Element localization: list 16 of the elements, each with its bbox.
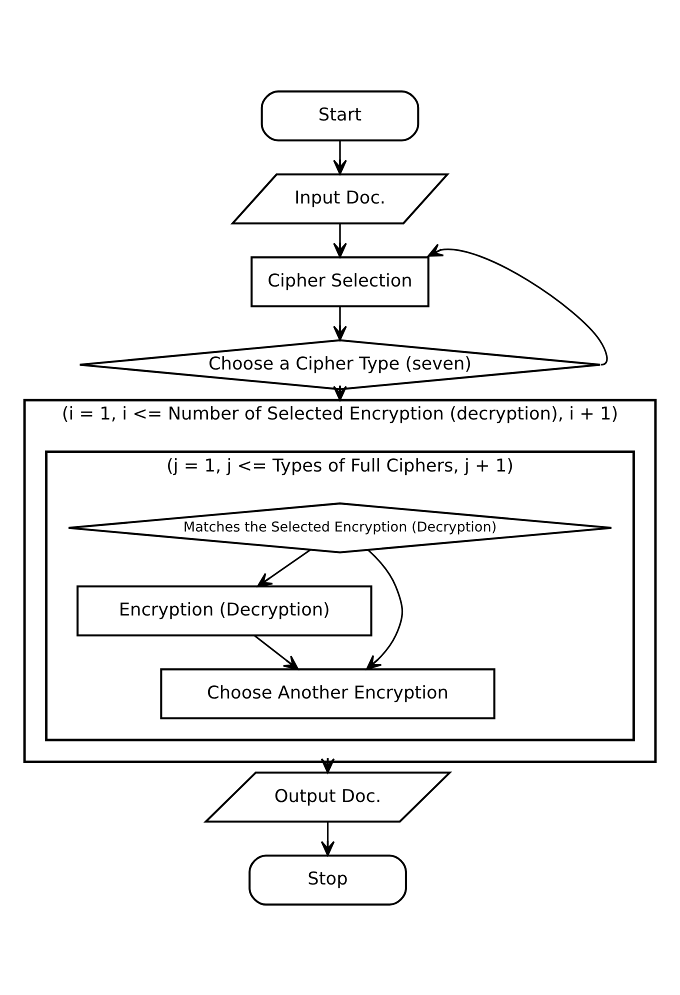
arrow xyxy=(333,222,347,258)
arrow xyxy=(333,385,347,400)
arrow xyxy=(320,821,335,856)
node-box: Start xyxy=(260,90,420,141)
node-box: Stop xyxy=(248,854,407,906)
node-box: Cipher Selection xyxy=(250,256,430,307)
node-diamond: Matches the Selected Encryption (Decryption) xyxy=(68,502,612,553)
arrow xyxy=(428,243,608,366)
arrow xyxy=(320,758,335,773)
node-box: Choose Another Encryption xyxy=(160,668,496,719)
arrow xyxy=(333,140,347,174)
arrow xyxy=(254,634,299,670)
arrow xyxy=(333,306,347,340)
node-box: Encryption (Decryption) xyxy=(76,584,372,636)
arrow xyxy=(366,548,404,670)
arrow xyxy=(256,548,311,587)
